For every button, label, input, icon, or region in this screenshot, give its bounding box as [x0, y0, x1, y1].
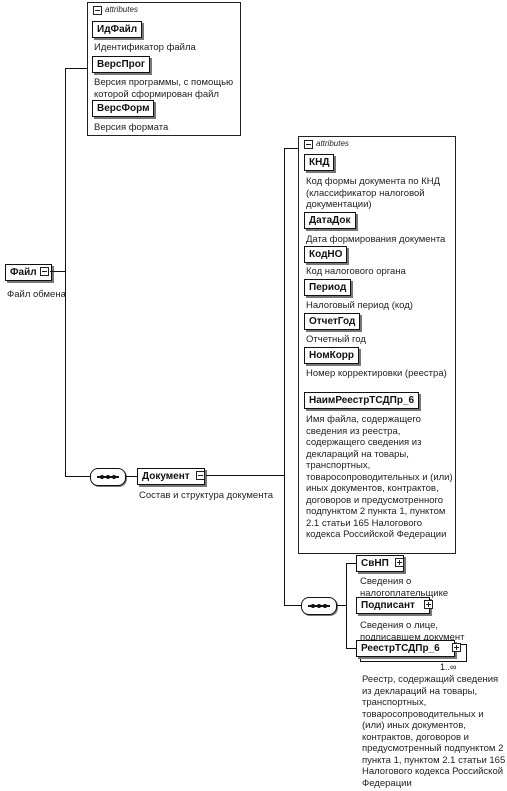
connector-line — [346, 563, 347, 649]
connector-line — [346, 563, 356, 564]
attribute-knd-description: Код формы документа по КНД (классификато… — [306, 176, 441, 210]
attribute-idfile[interactable]: ИдФайл — [92, 21, 143, 38]
connector-line — [65, 68, 66, 476]
expand-icon[interactable] — [395, 558, 404, 567]
connector-line — [336, 605, 346, 606]
attribute-otchetgod-description: Отчетный год — [306, 334, 366, 345]
attribute-idfile-description: Идентификатор файла — [94, 42, 196, 53]
attribute-versprog[interactable]: ВерсПрог — [92, 56, 151, 73]
document-attributes-box — [298, 136, 456, 554]
sequence-compositor-icon — [301, 597, 337, 615]
attribute-kodno[interactable]: КодНО — [304, 246, 348, 263]
attribute-naimreestrtsdpr6[interactable]: НаимРеестрТСДПр_6 — [304, 392, 420, 409]
attribute-naimreestrtsdpr6-description: Имя файла, содержащего сведения из реест… — [306, 414, 453, 540]
attribute-datadok[interactable]: ДатаДок — [304, 212, 356, 229]
attribute-versform-description: Версия формата — [94, 122, 169, 133]
connector-line — [125, 476, 137, 477]
attributes-header: attributes — [316, 139, 349, 148]
element-svnp-description: Сведения о налогоплательщике — [360, 576, 449, 599]
attribute-period-description: Налоговый период (код) — [306, 300, 413, 311]
connector-line — [206, 475, 284, 476]
collapse-icon[interactable] — [196, 471, 205, 480]
attribute-knd[interactable]: КНД — [304, 154, 335, 171]
attribute-nomkorr-description: Номер корректировки (реестра) — [306, 368, 447, 379]
connector-line — [284, 605, 301, 606]
root-element-description: Файл обмена — [7, 289, 66, 300]
attribute-otchetgod[interactable]: ОтчетГод — [304, 313, 361, 330]
element-svnp[interactable]: СвНП — [356, 555, 404, 572]
expand-icon[interactable] — [424, 600, 433, 609]
element-podpisant-description: Сведения о лице, подписавшем документ — [360, 620, 465, 643]
attribute-versform[interactable]: ВерсФорм — [92, 100, 155, 117]
root-element-file[interactable]: Файл — [5, 264, 52, 281]
collapse-icon[interactable] — [93, 6, 102, 15]
collapse-icon[interactable] — [40, 267, 49, 276]
attribute-kodno-description: Код налогового органа — [306, 266, 406, 277]
element-document-description: Состав и структура документа — [139, 490, 273, 501]
multiplicity-label: 1..∞ — [440, 662, 457, 672]
attribute-nomkorr[interactable]: НомКорр — [304, 347, 360, 364]
connector-line — [284, 148, 298, 149]
connector-line — [346, 648, 356, 649]
attributes-header: attributes — [105, 5, 138, 14]
element-reestrtsdpr6[interactable]: РеестрТСДПр_6 — [356, 640, 455, 657]
attribute-versprog-description: Версия программы, с помощью которой сфор… — [94, 77, 234, 100]
connector-line — [50, 271, 65, 272]
sequence-compositor-icon — [90, 468, 126, 486]
connector-line — [65, 476, 90, 477]
expand-icon[interactable] — [452, 643, 461, 652]
collapse-icon[interactable] — [304, 140, 313, 149]
connector-line — [65, 68, 87, 69]
element-reestrtsdpr6-description: Реестр, содержащий сведения из деклараци… — [362, 674, 506, 789]
element-podpisant[interactable]: Подписант — [356, 597, 430, 614]
connector-line — [284, 148, 285, 606]
attribute-period[interactable]: Период — [304, 279, 352, 296]
attribute-datadok-description: Дата формирования документа — [306, 234, 446, 245]
element-document[interactable]: Документ — [137, 468, 205, 485]
